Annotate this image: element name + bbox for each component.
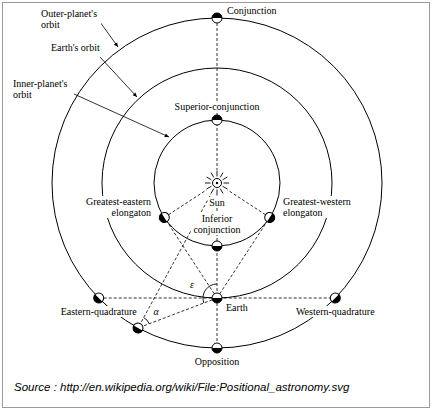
planet-dark-half: [212, 13, 222, 18]
position-label: Inner-planet's orbit: [12, 78, 71, 100]
sun-ray: [223, 186, 228, 189]
planet-lit-half: [157, 211, 171, 225]
position-label: Superior-conjunction: [174, 101, 261, 112]
planet-lit-half: [328, 291, 342, 305]
planet-dark-half: [212, 348, 222, 353]
sun-ray: [224, 183, 230, 184]
sun-symbol: [205, 171, 230, 196]
planet-lit-half: [212, 293, 222, 303]
planet-dark-half: [212, 246, 222, 251]
sun-ray: [205, 183, 211, 184]
leader-line: [100, 57, 137, 97]
position-label: Eastern-quadrature: [60, 306, 138, 317]
phase-angle-arc: [144, 318, 150, 324]
planet-dark-half: [157, 213, 167, 224]
planet-marker: [212, 343, 222, 353]
planet-dark-half: [131, 326, 142, 335]
position-label: Outer-planet's orbit: [40, 8, 101, 30]
planet-lit-half: [263, 211, 277, 225]
sun-ray: [220, 189, 223, 194]
planet-lit-half: [131, 321, 145, 335]
planet-lit-half: [92, 291, 106, 305]
position-label: Opposition: [194, 356, 240, 367]
sun-ray: [211, 189, 214, 194]
planet-lit-half: [212, 343, 222, 353]
planet-marker: [263, 211, 277, 225]
sun-dot: [216, 182, 218, 184]
planet-marker: [212, 241, 222, 251]
sun-ray: [217, 171, 218, 177]
position-label: Greatest-eastern elongaton: [83, 196, 152, 218]
position-label: Earth's orbit: [50, 42, 101, 53]
planet-marker: [131, 321, 145, 335]
position-label: Sun: [208, 197, 226, 208]
planet-marker: [92, 291, 106, 305]
angle-symbol: ε: [189, 279, 195, 290]
sun-ray: [207, 186, 212, 189]
planet-dark-half: [267, 213, 277, 224]
leader-line: [74, 94, 169, 137]
planet-marker: [212, 293, 222, 303]
sun-ray: [207, 177, 212, 180]
position-label: Earth: [225, 302, 249, 313]
planet-marker: [157, 211, 171, 225]
planet-dark-half: [332, 294, 343, 305]
planet-dark-half: [212, 298, 222, 303]
planet-lit-half: [212, 115, 222, 125]
planet-lit-half: [212, 241, 222, 251]
planet-marker: [212, 115, 222, 125]
position-label: Western-quadrature: [295, 306, 376, 317]
sun-ray: [217, 190, 218, 196]
sun-ray: [223, 177, 228, 180]
position-label: Greatest-western elongaton: [282, 196, 354, 218]
sun-disc: [213, 179, 222, 188]
sun-ray: [211, 173, 214, 178]
planet-dark-half: [212, 115, 222, 120]
sun-ground: [205, 171, 230, 196]
source-caption: Source : http://en.wikipedia.org/wiki/Fi…: [14, 381, 349, 393]
frame: [3, 3, 430, 408]
position-label: Inferior conjunction: [191, 213, 243, 235]
leader-line: [100, 22, 118, 47]
outer-orbit: [52, 18, 382, 348]
angle-symbol: α: [152, 306, 159, 317]
sun-ray: [220, 173, 223, 178]
planet-markers: [92, 13, 343, 353]
earth-planet-line: [138, 298, 217, 328]
planet-lit-half: [212, 13, 222, 23]
planet-marker: [212, 13, 222, 23]
planet-dark-half: [92, 294, 103, 305]
planet-marker: [328, 291, 342, 305]
position-label: Conjunction: [226, 5, 277, 16]
